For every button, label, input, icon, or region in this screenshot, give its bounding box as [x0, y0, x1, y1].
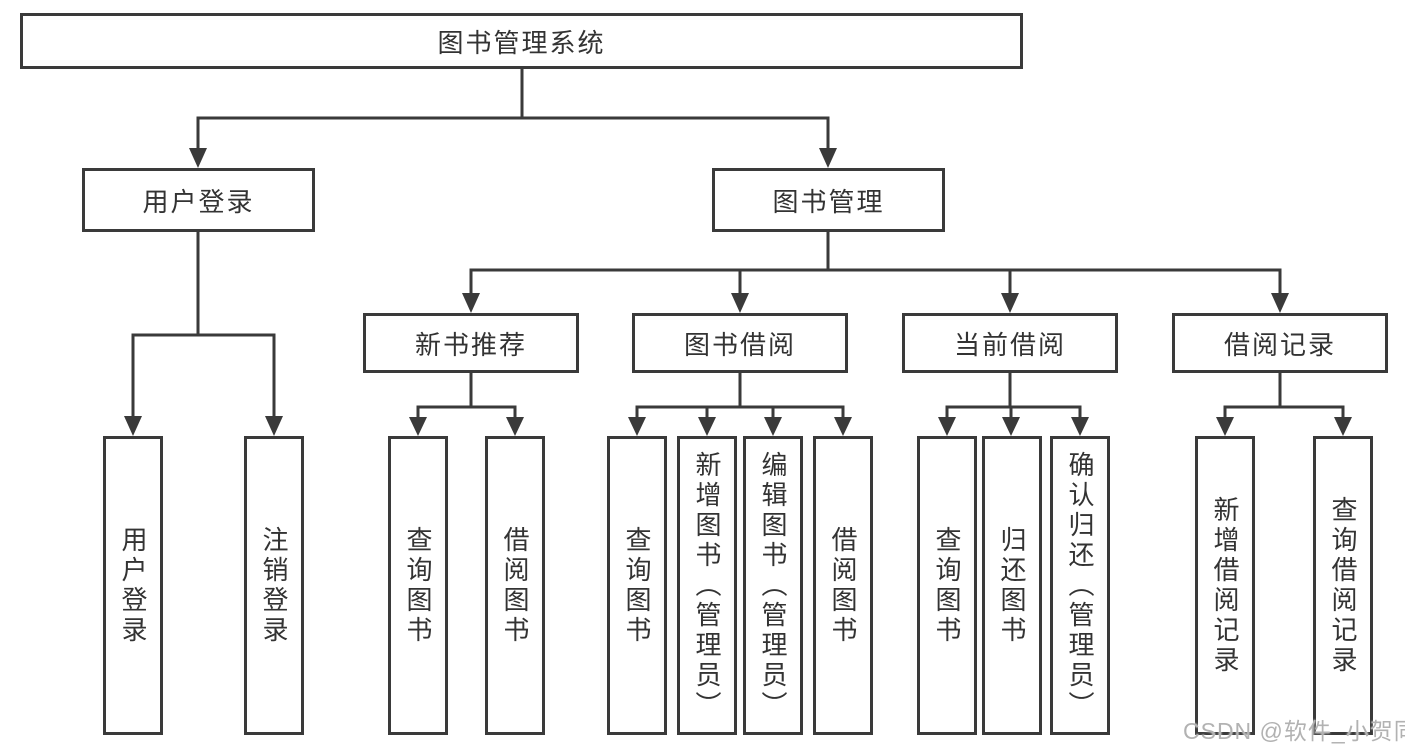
leaf-add-borrow-record: 新增借阅记录 [1195, 436, 1255, 735]
node-book-management: 图书管理 [712, 168, 945, 232]
csdn-watermark: CSDN @软件_小贺同学 [1183, 718, 1405, 744]
connector-login-to-leaves [124, 232, 283, 436]
leaf-confirm-return-admin: 确认归还（管理员） [1050, 436, 1110, 735]
leaf-borrow-books-recommend-label: 借阅图书 [500, 525, 530, 646]
leaf-return-books-label: 归还图书 [997, 525, 1027, 646]
leaf-borrow-books-borrowing: 借阅图书 [813, 436, 873, 735]
node-borrowing-records: 借阅记录 [1172, 313, 1388, 373]
node-new-book-recommendation: 新书推荐 [363, 313, 579, 373]
leaf-query-books-current: 查询图书 [917, 436, 977, 735]
connector-mgmt-to-level3 [462, 232, 1289, 313]
node-current-borrowing: 当前借阅 [902, 313, 1118, 373]
leaf-logout-label: 注销登录 [259, 525, 289, 646]
leaf-query-borrow-record-label: 查询借阅记录 [1328, 495, 1358, 676]
leaf-query-books-borrowing-label: 查询图书 [622, 525, 652, 646]
leaf-user-login: 用户登录 [103, 436, 163, 735]
leaf-edit-book-admin: 编辑图书（管理员） [743, 436, 803, 735]
leaf-add-book-admin: 新增图书（管理员） [677, 436, 737, 735]
node-library-management-system: 图书管理系统 [20, 13, 1023, 69]
leaf-user-login-label: 用户登录 [118, 525, 148, 646]
connector-records-to-leaves [1216, 373, 1352, 436]
node-user-login: 用户登录 [82, 168, 315, 232]
leaf-add-borrow-record-label: 新增借阅记录 [1210, 495, 1240, 676]
leaf-query-books-current-label: 查询图书 [932, 525, 962, 646]
leaf-return-books: 归还图书 [982, 436, 1042, 735]
connector-root-to-level2 [189, 69, 837, 168]
leaf-edit-book-admin-label: 编辑图书（管理员） [758, 450, 788, 721]
node-book-borrowing: 图书借阅 [632, 313, 848, 373]
leaf-confirm-return-admin-label: 确认归还（管理员） [1065, 450, 1095, 721]
leaf-logout: 注销登录 [244, 436, 304, 735]
leaf-add-book-admin-label: 新增图书（管理员） [692, 450, 722, 721]
connector-borrow-to-leaves [628, 373, 852, 436]
leaf-query-books-recommend: 查询图书 [388, 436, 448, 735]
connector-recommend-to-leaves [409, 373, 524, 436]
leaf-borrow-books-borrowing-label: 借阅图书 [828, 525, 858, 646]
leaf-query-books-borrowing: 查询图书 [607, 436, 667, 735]
connector-current-to-leaves [938, 373, 1089, 436]
leaf-query-books-recommend-label: 查询图书 [403, 525, 433, 646]
leaf-query-borrow-record: 查询借阅记录 [1313, 436, 1373, 735]
leaf-borrow-books-recommend: 借阅图书 [485, 436, 545, 735]
